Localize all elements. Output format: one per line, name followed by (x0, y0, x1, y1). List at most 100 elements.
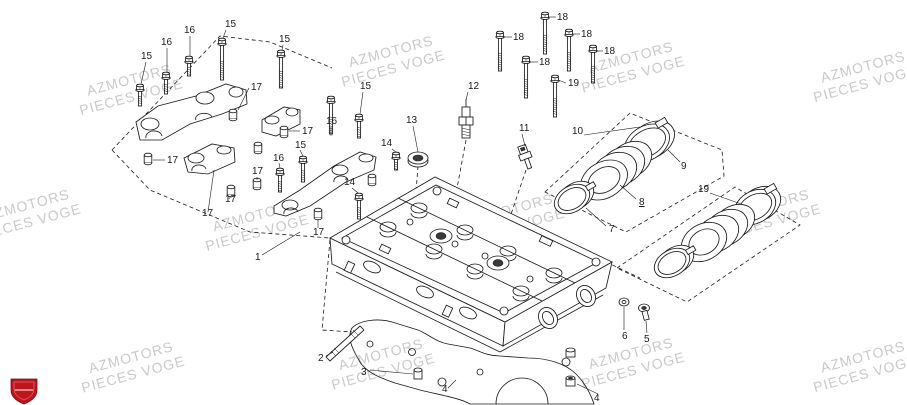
dowel-pin (253, 141, 263, 155)
rocker-brackets (135, 83, 377, 217)
bolts (135, 11, 598, 220)
callout-label: 3 (361, 367, 367, 378)
bolt (588, 44, 598, 84)
intake-boot-group-lower (653, 182, 782, 279)
intake-ports (538, 285, 596, 329)
bolt (354, 113, 364, 139)
callout-label: 2 (318, 353, 324, 364)
callout-label: 4 (442, 384, 448, 395)
rocker-bracket (261, 106, 301, 137)
watermark: AZMOTORS PIECES VOGE (340, 32, 447, 90)
bolt (540, 11, 550, 55)
callout-label: 16 (273, 153, 285, 164)
callout-label: 5 (644, 334, 650, 345)
bolt (521, 55, 531, 99)
washer (618, 297, 630, 307)
rocker-bracket (273, 151, 377, 217)
callout-label: 17 (167, 155, 179, 166)
seal-ring (407, 151, 429, 168)
callout-label: 18 (581, 29, 593, 40)
callout-label: 9 (681, 161, 687, 172)
callout-label: 16 (326, 116, 338, 127)
bolt (135, 83, 145, 107)
dowel-pin (226, 184, 236, 198)
callout-label: 17 (202, 208, 214, 219)
rocker-bracket (135, 83, 248, 141)
bolt (550, 74, 560, 118)
callout-label: 16 (161, 37, 173, 48)
hose-clamp (653, 244, 697, 279)
callout-label: 19 (568, 78, 580, 89)
callout-label: 14 (381, 138, 393, 149)
bolt (326, 95, 336, 135)
intake-boot-group-upper (553, 116, 675, 215)
dowel-pin (279, 125, 289, 139)
outline-intake-group-lower (616, 186, 801, 303)
callout-label: 15 (225, 19, 237, 30)
callout-label: 18 (513, 32, 525, 43)
callout-label: 17 (251, 82, 263, 93)
leader-lines (140, 16, 745, 395)
red-shield-logo-icon (10, 378, 38, 405)
bolt (495, 30, 505, 72)
callout-label: 15 (295, 140, 307, 151)
bolt (275, 167, 285, 193)
cylinder-head (329, 176, 613, 353)
watermark: AZMOTORS PIECES VOGE (580, 334, 687, 392)
callout-label: 4 (594, 393, 600, 404)
callout-label: 19 (698, 184, 710, 195)
callout-labels: 16 15 16 15 15 17 17 17 15 16 17 17 17 1… (141, 12, 710, 404)
stud (325, 325, 365, 362)
bolt (564, 28, 574, 72)
drain-bolt (638, 303, 650, 321)
callout-label: 17 (313, 227, 325, 238)
bolt (276, 49, 286, 89)
gasket-dowel (413, 367, 423, 380)
spark-plug-towers (429, 228, 510, 271)
outline-head-gasket (321, 239, 353, 333)
dowel-pin (143, 152, 153, 166)
callout-label: 17 (225, 194, 237, 205)
callout-label: 18 (539, 57, 551, 68)
temperature-sensor (517, 143, 533, 170)
callout-label: 14 (344, 177, 356, 188)
sensor-axis (504, 169, 527, 233)
head-top-face (329, 176, 613, 323)
cam-journals (366, 197, 576, 302)
outline-link (605, 261, 641, 279)
dowel-pin (313, 207, 323, 221)
callout-label: 8 (639, 197, 645, 208)
bolt (161, 71, 171, 95)
bolt (354, 192, 364, 220)
watermark: AZMOTORS PIECES VOGE (812, 338, 907, 396)
callout-label: 15 (360, 81, 372, 92)
callout-label: 10 (572, 126, 584, 137)
head-bolt-bosses (341, 186, 601, 316)
callout-label: 18 (557, 12, 569, 23)
head-gasket (349, 319, 595, 405)
watermark: AZMOTORS PIECES VOGE (812, 48, 907, 106)
callout-label: 15 (141, 51, 153, 62)
intake-boot (680, 203, 756, 263)
spark-plug (458, 99, 474, 139)
callout-label: 7 (609, 224, 615, 235)
bolt (217, 37, 227, 81)
callout-label: 13 (406, 115, 418, 126)
callout-label: 15 (279, 34, 291, 45)
watermark: AZMOTORS PIECES VOGE (0, 186, 83, 244)
dowel-pin (367, 173, 377, 187)
exhaust-ports (343, 260, 477, 320)
bolt (184, 55, 194, 77)
callout-label: 11 (519, 123, 530, 134)
dowel-ring (565, 347, 576, 387)
dowel-pin (228, 108, 238, 122)
callout-label: 17 (252, 166, 264, 177)
bolt (298, 155, 308, 183)
bolt (391, 151, 401, 171)
callout-label: 16 (184, 25, 196, 36)
watermark: AZMOTORS PIECES VOGE (80, 338, 187, 396)
callout-label: 18 (604, 46, 616, 57)
outline-rocker-group (111, 149, 331, 239)
hose-clamp (553, 180, 597, 215)
